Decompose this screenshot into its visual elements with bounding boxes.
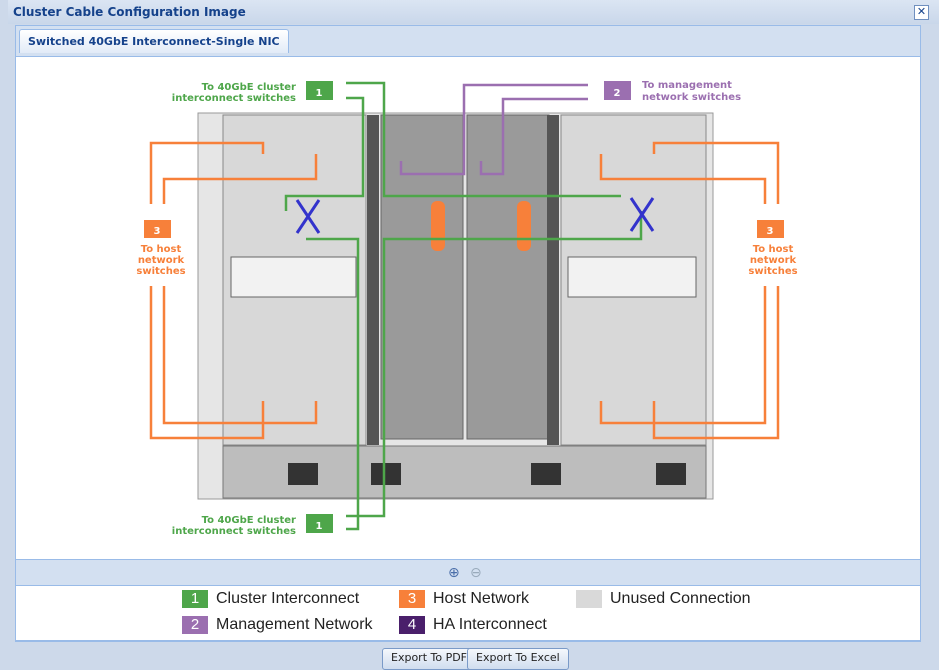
tab-switched-40gbe[interactable]: Switched 40GbE Interconnect-Single NIC (19, 29, 289, 53)
label-mgmt: 2 To management network switches (604, 80, 741, 103)
svg-text:3: 3 (767, 226, 774, 237)
cables (149, 81, 780, 531)
svg-text:interconnect switches: interconnect switches (172, 526, 296, 537)
svg-text:interconnect switches: interconnect switches (172, 93, 296, 104)
chassis (197, 112, 714, 500)
svg-text:3: 3 (154, 226, 161, 237)
svg-text:To host: To host (141, 244, 182, 255)
close-icon[interactable]: ✕ (914, 5, 929, 20)
svg-text:2: 2 (614, 88, 621, 99)
export-pdf-button[interactable]: Export To PDF (382, 648, 477, 670)
svg-text:To 40GbE cluster: To 40GbE cluster (202, 515, 296, 526)
window-title: Cluster Cable Configuration Image (13, 5, 246, 19)
label-host-left: 3 To host network switches (136, 220, 186, 277)
svg-text:switches: switches (136, 266, 185, 277)
unused-port-x-marks (295, 197, 655, 234)
svg-text:network switches: network switches (642, 92, 741, 103)
label-cluster-bottom: To 40GbE cluster interconnect switches 1 (172, 514, 333, 537)
cable-diagram: To 40GbE cluster interconnect switches 1… (16, 56, 920, 559)
export-excel-button[interactable]: Export To Excel (467, 648, 569, 670)
zoom-in-icon[interactable]: ⊕ (448, 565, 460, 581)
svg-text:1: 1 (316, 88, 323, 99)
svg-text:To management: To management (642, 80, 732, 91)
legend-item: Unused Connection (576, 590, 751, 608)
svg-text:To 40GbE cluster: To 40GbE cluster (202, 82, 296, 93)
label-cluster-top: To 40GbE cluster interconnect switches 1 (172, 81, 333, 104)
svg-text:network: network (138, 255, 185, 266)
zoom-toolbar: ⊕ ⊖ (16, 559, 920, 586)
svg-text:switches: switches (748, 266, 797, 277)
svg-text:To host: To host (753, 244, 794, 255)
window-titlebar: Cluster Cable Configuration Image ✕ (8, 0, 939, 24)
svg-text:network: network (750, 255, 797, 266)
dialog-panel: Switched 40GbE Interconnect-Single NIC T… (15, 25, 921, 642)
zoom-out-icon[interactable]: ⊖ (470, 565, 482, 581)
svg-text:1: 1 (316, 521, 323, 532)
label-host-right: 3 To host network switches (748, 220, 798, 277)
